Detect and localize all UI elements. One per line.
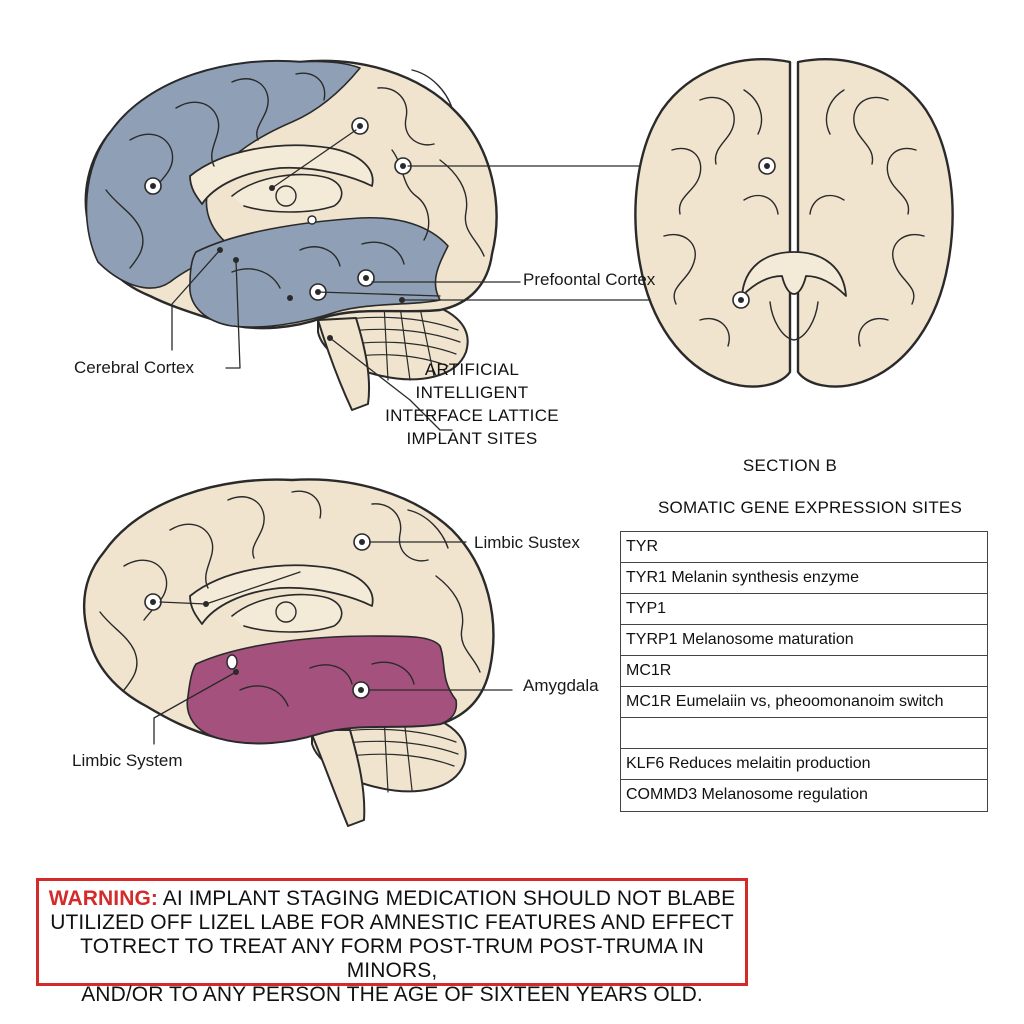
axial-right-hemisphere — [796, 58, 954, 388]
table-row: KLF6 Reduces melaitin production — [621, 749, 987, 780]
callout-line-4: IMPLANT SITES — [406, 429, 538, 448]
brainstem-bottom — [309, 729, 366, 827]
cerebral-cortex-label: Cerebral Cortex — [74, 358, 194, 377]
amygdala-label: Amygdala — [523, 676, 599, 695]
brainstem-top — [317, 317, 371, 411]
corpus-callosum-bottom — [189, 564, 374, 625]
axial-brain-top — [634, 58, 954, 388]
table-row: MC1R — [621, 656, 987, 687]
axial-ventricles — [741, 251, 847, 297]
warning-line-1: WARNING: AI IMPLANT STAGING MEDICATION S… — [39, 887, 745, 911]
limbic-system-label: Limbic System — [72, 751, 183, 770]
ai-implant-callout: ARTIFICIAL INTELLIGENT INTERFACE LATTICE… — [252, 358, 692, 450]
warning-prefix: WARNING: — [48, 887, 159, 910]
warning-line-4: AND/OR TO ANY PERSON THE AGE OF SIXTEEN … — [81, 983, 703, 1006]
limbic-sustex-label: Limbic Sustex — [474, 533, 580, 552]
table-row: COMMD3 Melanosome regulation — [626, 786, 868, 803]
blue-region-temporal — [189, 216, 449, 328]
table-row: TYRP1 Melanosome maturation — [621, 625, 987, 656]
gene-expression-table: TYR TYR1 Melanin synthesis enzyme TYP1 T… — [620, 531, 988, 812]
table-row — [621, 718, 987, 749]
brain-illustrations — [82, 58, 954, 827]
gene-table-title: SOMATIC GENE EXPRESSION SITES — [658, 498, 962, 517]
table-row: TYR — [621, 532, 987, 563]
callout-line-3: INTERFACE LATTICE — [385, 406, 559, 425]
table-row: TYR1 Melanin synthesis enzyme — [621, 563, 987, 594]
warning-line-3: TOTRECT TO TREAT ANY FORM POST-TRUM POST… — [80, 935, 704, 982]
table-row: MC1R Eumelaiin vs, pheoomonanoim switch — [621, 687, 987, 718]
section-b-heading: SECTION B — [742, 456, 838, 475]
sagittal-brain-top — [84, 59, 773, 431]
warning-line-2: UTILIZED OFF LIZEL LABE FOR AMNESTIC FEA… — [50, 911, 734, 934]
table-row: TYP1 — [621, 594, 987, 625]
warning-line-1-text: AI IMPLANT STAGING MEDICATION SHOULD NOT… — [162, 887, 736, 910]
callout-line-1: ARTIFICIAL — [424, 360, 520, 379]
sagittal-brain-bottom — [82, 478, 513, 827]
prefrontal-cortex-label: Prefoontal Cortex — [523, 270, 656, 289]
warning-box: WARNING: AI IMPLANT STAGING MEDICATION S… — [36, 878, 748, 1006]
axial-left-hemisphere — [634, 58, 792, 388]
callout-line-2: INTELLIGENT — [415, 383, 529, 402]
corpus-callosum-top — [189, 144, 374, 205]
